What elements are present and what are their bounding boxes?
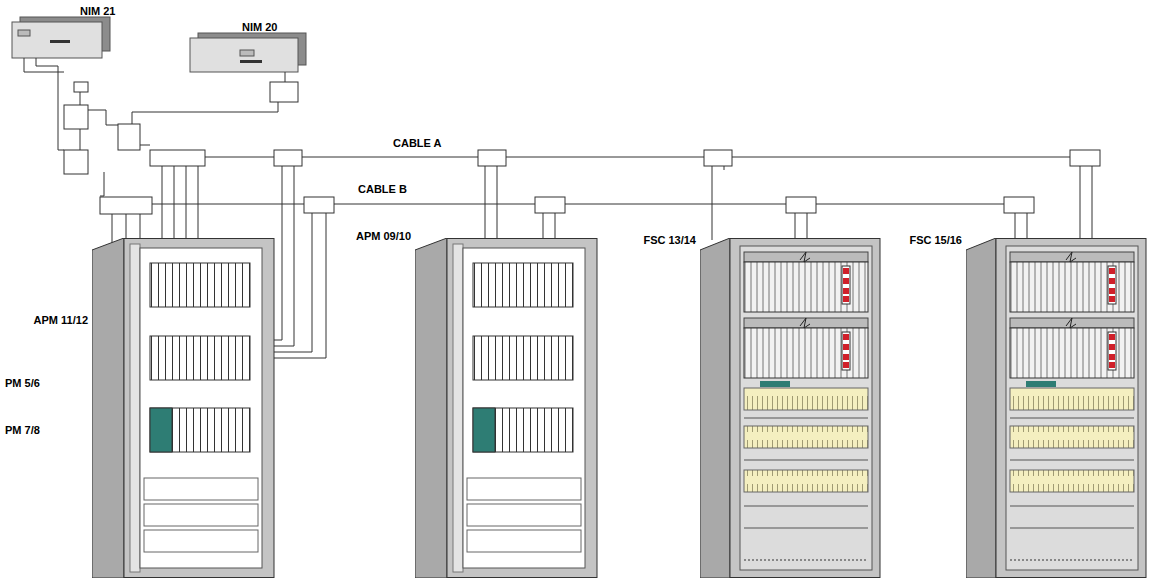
node-label: FSC 13/14 bbox=[643, 234, 696, 247]
fsc-cabinet bbox=[700, 238, 880, 578]
fsc-cabinet bbox=[966, 238, 1146, 578]
control-cabinet: APM 09/10 bbox=[415, 238, 600, 578]
node-label: APM 11/12 bbox=[34, 314, 88, 327]
nim-21-device bbox=[12, 17, 110, 58]
node-label: FSC 15/16 bbox=[909, 234, 962, 247]
node-label: NIM 20 bbox=[242, 21, 277, 34]
control-cabinet: FSC 15/16 bbox=[966, 238, 1148, 578]
control-cabinet: APM 11/12 bbox=[92, 238, 277, 578]
control-cabinet: FSC 13/14 bbox=[700, 238, 882, 578]
apm-cabinet bbox=[92, 238, 274, 578]
node-label: NIM 21 bbox=[80, 5, 115, 18]
cable-taps bbox=[64, 82, 1100, 214]
node-label: APM 09/10 bbox=[356, 230, 411, 243]
apm-cabinet bbox=[415, 238, 597, 578]
network-interface-module: NIM 20 bbox=[190, 38, 298, 72]
module-label: PM 5/6 bbox=[5, 377, 40, 390]
cable-label: CABLE B bbox=[358, 183, 407, 196]
network-interface-module: NIM 21 bbox=[12, 22, 102, 58]
cable-label: CABLE A bbox=[393, 137, 441, 150]
nim-20-device bbox=[190, 33, 306, 72]
module-label: PM 7/8 bbox=[5, 424, 40, 437]
